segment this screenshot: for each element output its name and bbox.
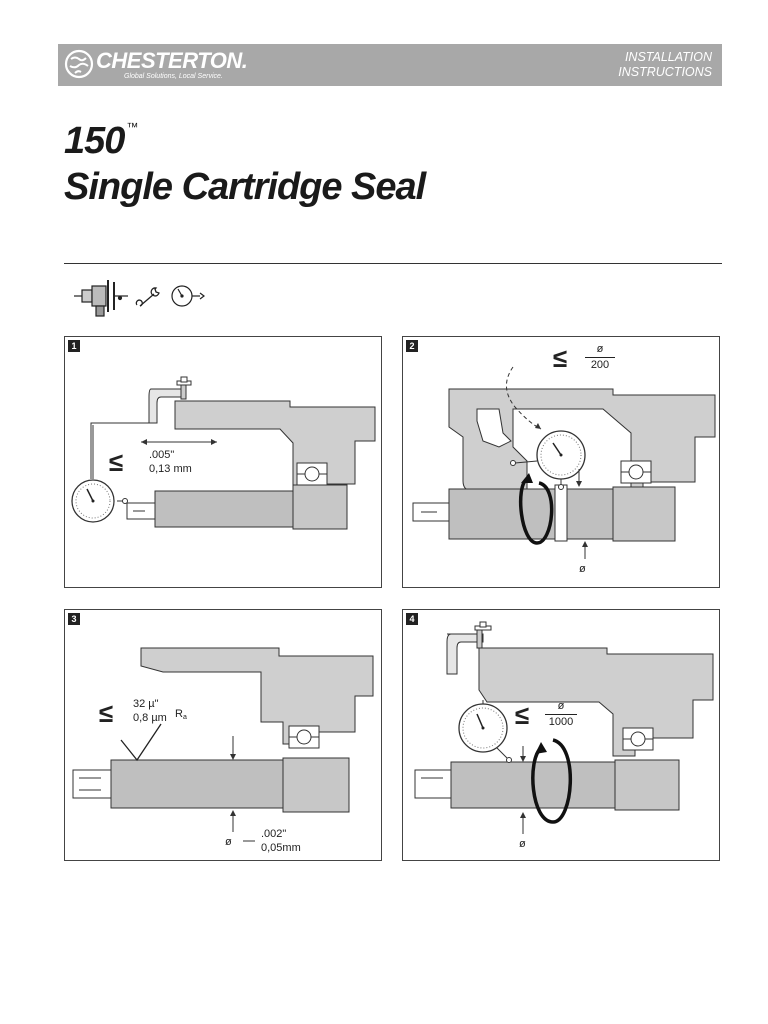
diagram-2 xyxy=(412,366,716,559)
roughness-label: Ra xyxy=(175,708,187,724)
fraction-numerator: ø xyxy=(557,700,565,712)
doc-type: INSTALLATION INSTRUCTIONS xyxy=(618,50,712,80)
runout-fraction: ø 1000 xyxy=(545,700,577,729)
step-panel-2: 2 ≤ ø xyxy=(402,336,720,588)
globe-icon xyxy=(64,49,94,79)
header-band: CHESTERTON. Global Solutions, Local Serv… xyxy=(58,44,722,86)
product-name: Single Cartridge Seal xyxy=(64,166,426,208)
tolerance-inch: .005" xyxy=(149,449,175,461)
step-number: 3 xyxy=(68,613,80,625)
runout-fraction: ø 200 xyxy=(585,343,615,372)
tools-row xyxy=(74,280,205,317)
step-number: 2 xyxy=(406,340,418,352)
step-number: 4 xyxy=(406,613,418,625)
doc-type-line1: INSTALLATION xyxy=(624,50,712,64)
seal-assembly-icon xyxy=(74,280,128,317)
step-panel-1: 1 ≤ .005" 0,13 mm xyxy=(64,336,382,588)
finish-microinch: 32 µ" xyxy=(133,698,159,710)
tolerance-mm: 0,13 mm xyxy=(149,463,192,475)
less-equal-symbol: ≤ xyxy=(99,698,114,728)
doc-type-line2: INSTRUCTIONS xyxy=(618,65,712,79)
step-panel-4: 4 ≤ ø xyxy=(402,609,720,861)
roughness-subscript: a xyxy=(182,714,187,721)
fraction-denominator: 1000 xyxy=(548,716,574,728)
fraction-denominator: 200 xyxy=(590,359,610,371)
tolerance-mm: 0,05mm xyxy=(261,842,301,854)
finish-micron: 0,8 µm xyxy=(133,712,167,724)
diagram-4 xyxy=(414,621,714,834)
diameter-label: ø xyxy=(579,563,586,575)
less-equal-symbol: ≤ xyxy=(109,447,124,477)
tolerance-inch: .002" xyxy=(261,828,287,840)
brand-name: CHESTERTON. xyxy=(96,48,248,73)
brand-tagline: Global Solutions, Local Service. xyxy=(124,73,223,80)
step-panel-3: 3 ≤ 32 µ" 0,8 µm Ra ø .002" 0,05mm xyxy=(64,609,382,861)
step-number: 1 xyxy=(68,340,80,352)
model-number-text: 150 xyxy=(64,120,125,162)
chesterton-logo: CHESTERTON. Global Solutions, Local Serv… xyxy=(64,47,304,83)
diameter-label: ø xyxy=(519,838,526,850)
trademark-mark: ™ xyxy=(126,120,139,134)
title-divider xyxy=(64,263,722,264)
diagram-3 xyxy=(72,647,374,842)
less-equal-symbol: ≤ xyxy=(515,700,530,730)
diameter-label: ø xyxy=(225,836,232,848)
diagram-1 xyxy=(71,376,376,530)
less-equal-symbol: ≤ xyxy=(553,343,568,373)
wrench-icon xyxy=(135,287,160,307)
dial-indicator-icon xyxy=(171,285,205,307)
fraction-numerator: ø xyxy=(596,343,604,355)
roughness-r: R xyxy=(175,708,183,720)
